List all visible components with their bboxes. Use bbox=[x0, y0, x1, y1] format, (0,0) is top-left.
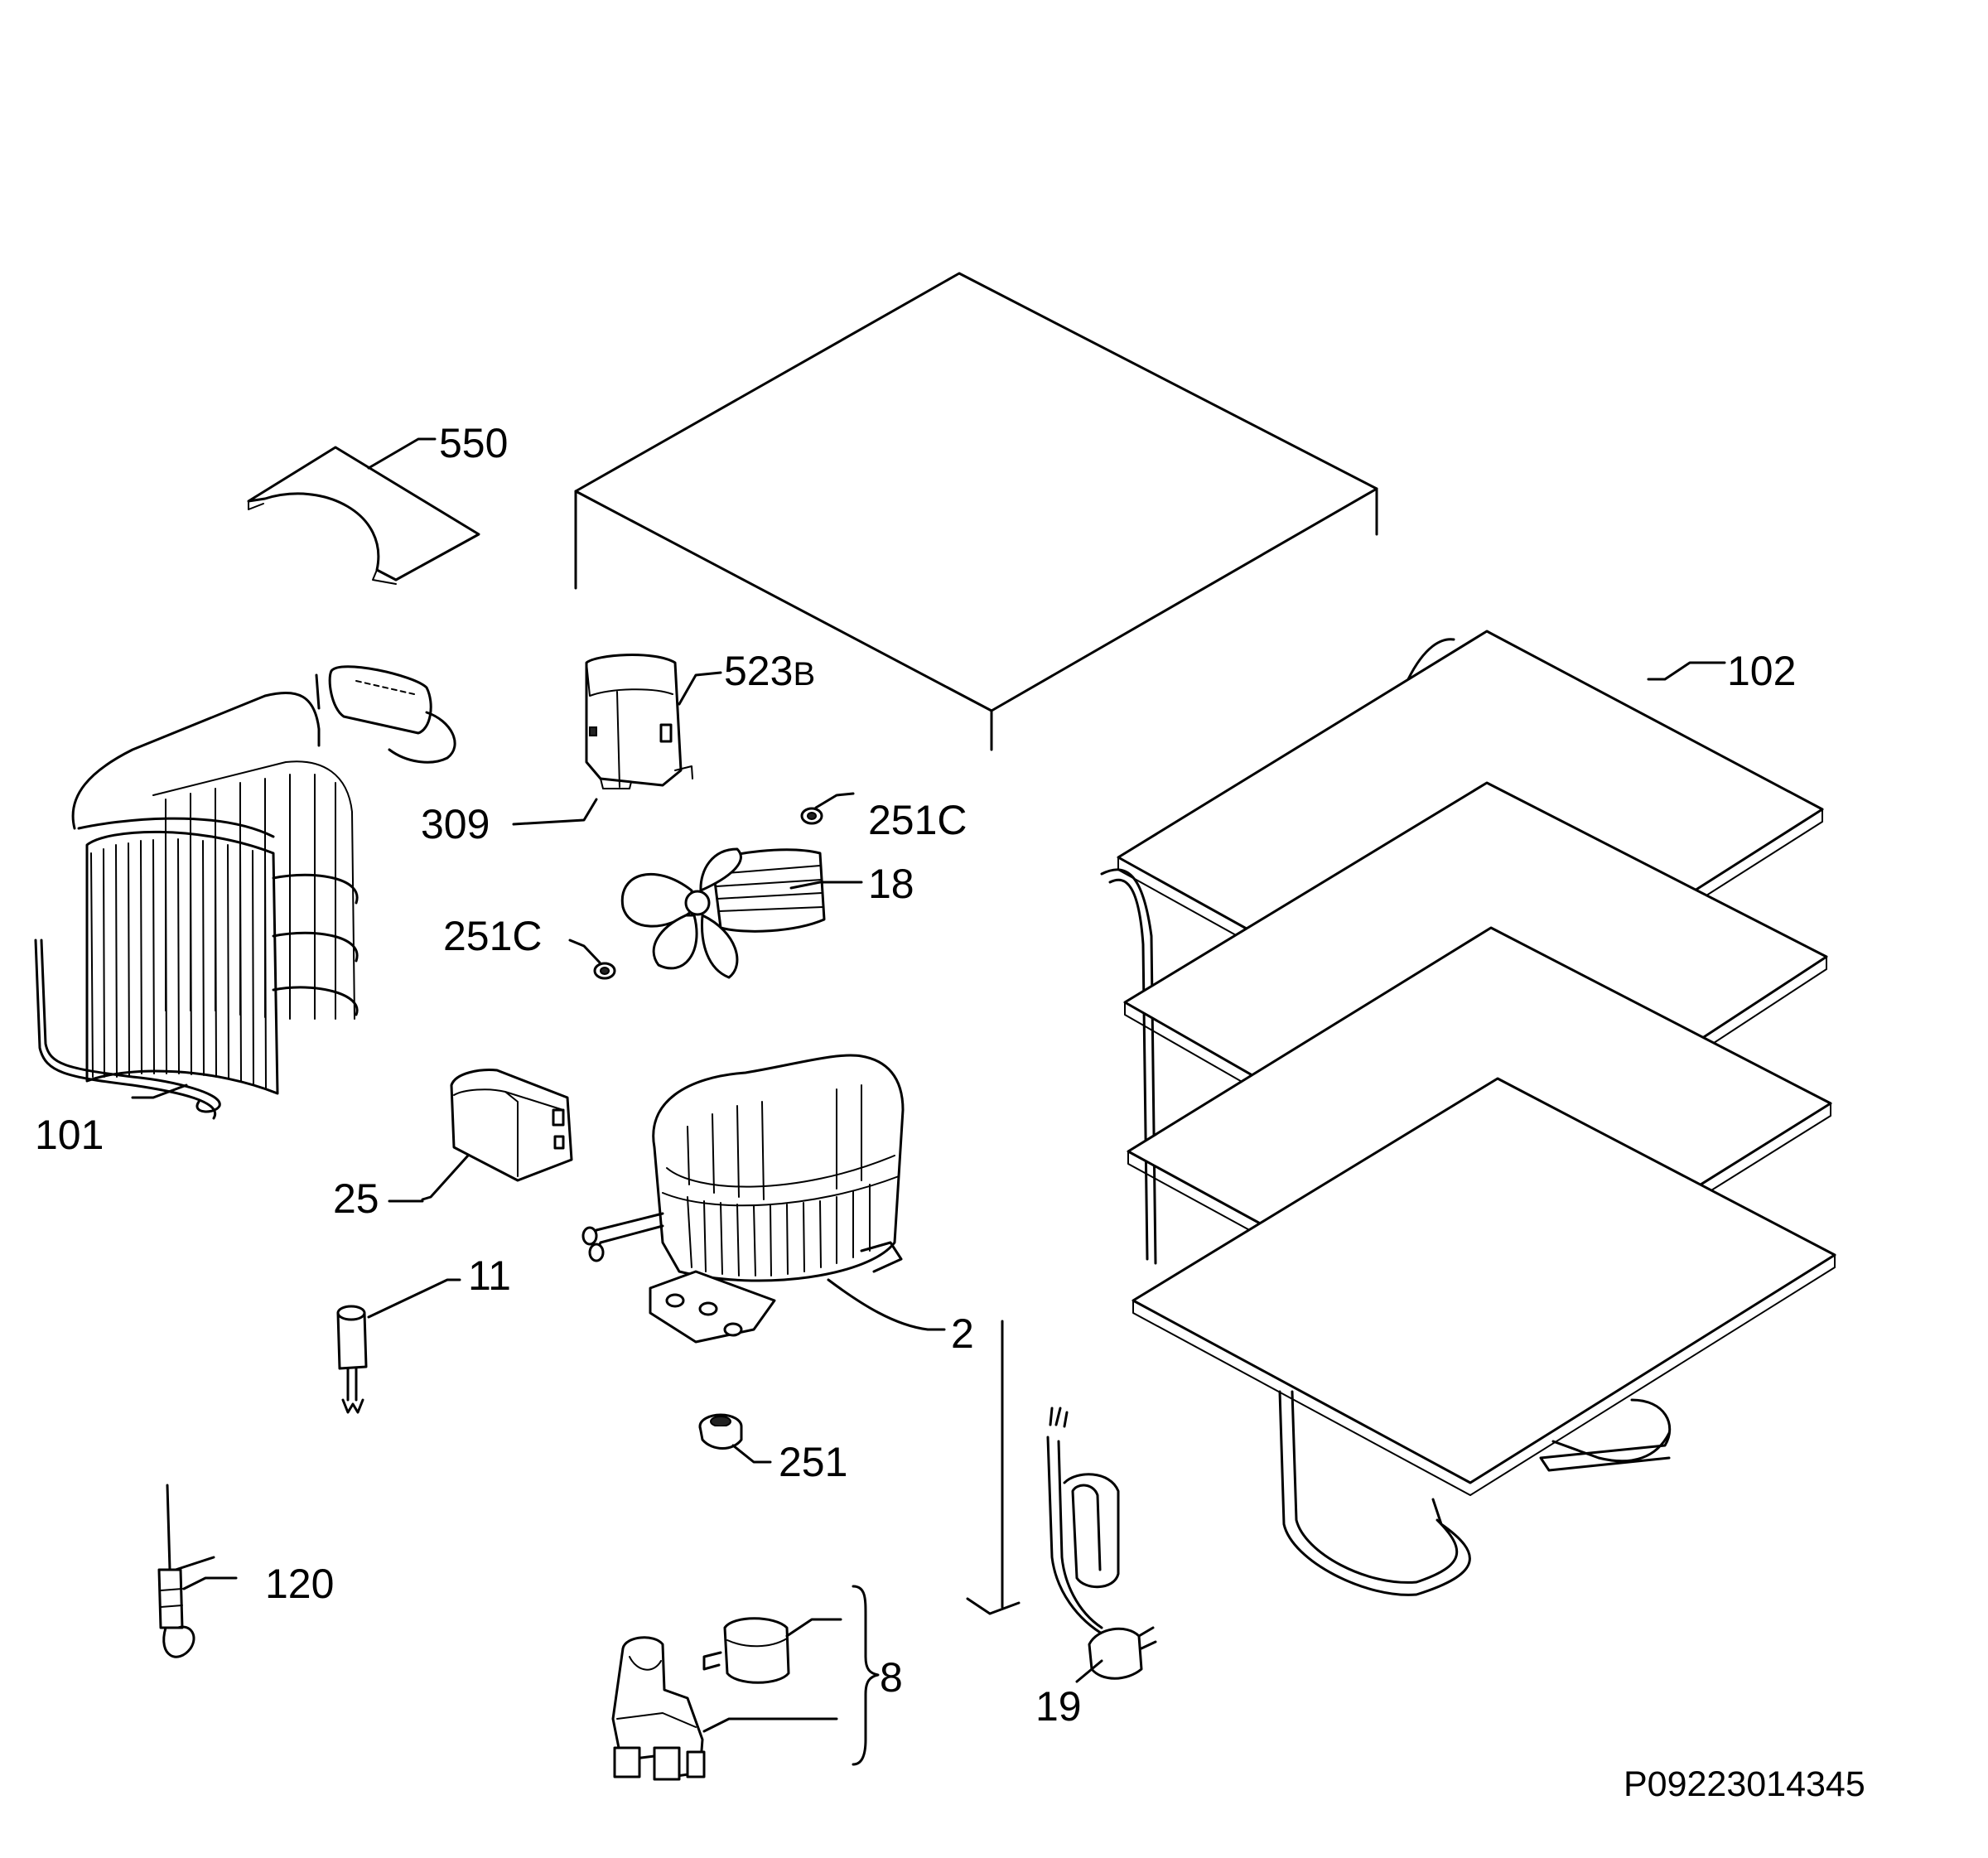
callout-523b-suffix: B bbox=[793, 656, 816, 693]
callout-19: 19 bbox=[1035, 1683, 1082, 1730]
callout-120: 120 bbox=[265, 1561, 335, 1607]
part-523b-relay-cover bbox=[585, 654, 693, 789]
part-251-grommet bbox=[698, 1413, 772, 1464]
callout-251c-left: 251C bbox=[443, 913, 543, 959]
part-550-cover-plate bbox=[247, 437, 480, 585]
part-120-capillary bbox=[157, 1484, 238, 1658]
callout-523b-number: 523 bbox=[724, 648, 794, 694]
callout-309: 309 bbox=[421, 801, 490, 847]
callout-8: 8 bbox=[880, 1654, 903, 1701]
leader-lines bbox=[131, 671, 863, 1203]
callout-2: 2 bbox=[951, 1310, 974, 1357]
callout-523b: 523B bbox=[724, 650, 815, 692]
assembly-arrow bbox=[966, 1320, 1021, 1615]
callout-25: 25 bbox=[333, 1175, 379, 1222]
part-101-condenser bbox=[34, 665, 456, 1120]
part-25-start-cover bbox=[421, 1069, 573, 1201]
callout-18: 18 bbox=[868, 861, 914, 907]
callout-251: 251 bbox=[779, 1439, 848, 1485]
part-251c-grommets bbox=[568, 792, 855, 980]
part-19-power-cord bbox=[1046, 1407, 1157, 1683]
callout-11: 11 bbox=[468, 1252, 511, 1299]
callout-550: 550 bbox=[439, 420, 509, 466]
callout-251c-top: 251C bbox=[868, 797, 967, 843]
part-102-shelves bbox=[1100, 630, 1836, 1596]
drawing-code: P09223014345 bbox=[1624, 1764, 1865, 1804]
cabinet-outline bbox=[574, 272, 1378, 751]
callout-101: 101 bbox=[35, 1112, 104, 1158]
part-8-relay-starter bbox=[611, 1585, 880, 1781]
callout-102: 102 bbox=[1727, 648, 1797, 694]
part-18-fan-motor bbox=[620, 847, 826, 979]
part-2-compressor bbox=[581, 1054, 946, 1344]
part-11-overload bbox=[336, 1278, 461, 1414]
